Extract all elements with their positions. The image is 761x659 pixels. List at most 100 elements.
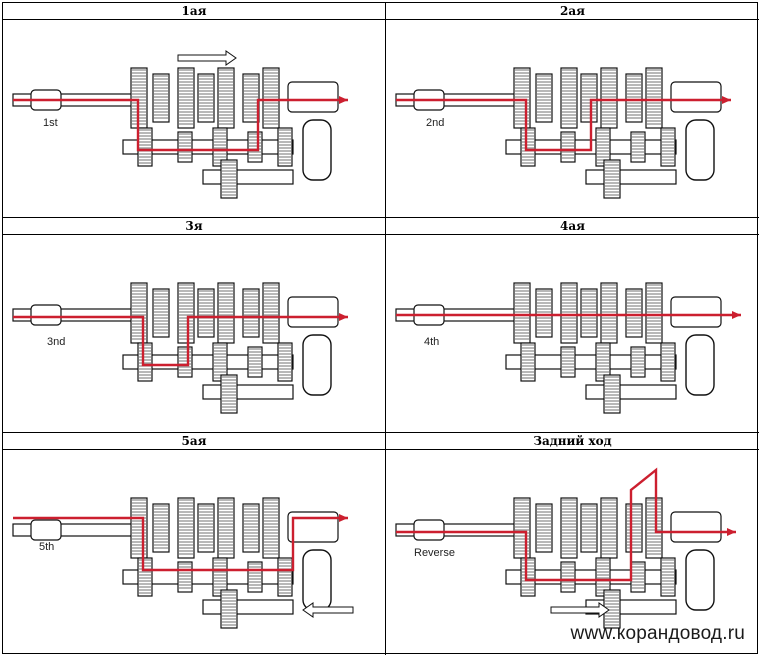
gear-wheel	[152, 288, 170, 338]
gear-wheel	[197, 288, 215, 338]
gear-wheel	[197, 73, 215, 123]
header-gear-1: 1ая	[3, 3, 386, 20]
gear-wheel	[242, 503, 260, 553]
gear-wheel	[177, 282, 195, 344]
shift-direction-arrow	[550, 602, 610, 618]
panel-gear-5: 5th	[3, 450, 386, 655]
gear-wheel	[625, 73, 643, 123]
gear-wheel	[177, 561, 193, 593]
input-spline	[413, 519, 445, 541]
gear-wheel	[595, 557, 611, 597]
reverse-idler-shaft	[585, 384, 677, 400]
power-flow-path	[13, 315, 348, 367]
gear-wheel	[152, 503, 170, 553]
gear-wheel	[177, 497, 195, 559]
panel-gear-3: 3nd	[3, 235, 386, 433]
header-gear-4: 4ая	[386, 218, 759, 235]
output-housing	[670, 81, 722, 113]
output-flange	[685, 549, 715, 611]
gear-wheel	[130, 497, 148, 559]
gear-wheel	[580, 73, 598, 123]
panel-gear-1: 1st	[3, 20, 386, 218]
header-gear-3: 3я	[3, 218, 386, 235]
gear-wheel	[277, 557, 293, 597]
power-flow-arrowhead	[339, 96, 348, 104]
output-housing	[287, 511, 339, 543]
gear-wheel	[595, 127, 611, 167]
gear-wheel	[217, 67, 235, 129]
gear-wheel	[645, 497, 663, 559]
gearbox-diagram-2: 2nd	[395, 67, 731, 199]
output-housing	[287, 81, 339, 113]
shift-direction-arrow	[177, 50, 237, 66]
gear-wheel	[660, 557, 676, 597]
gear-wheel	[177, 67, 195, 129]
gear-wheel	[535, 503, 553, 553]
gearbox-diagram-reverse: Reverse	[395, 467, 736, 629]
gear-wheel	[580, 503, 598, 553]
gear-wheel	[137, 557, 153, 597]
gear-wheel	[177, 131, 193, 163]
power-flow-arrowhead	[732, 311, 741, 319]
reverse-idler-shaft	[585, 169, 677, 185]
reverse-idler-shaft	[202, 169, 294, 185]
power-flow-arrowhead	[339, 514, 348, 522]
power-flow-arrowhead	[722, 96, 731, 104]
gear-wheel	[513, 497, 531, 559]
gear-wheel	[645, 282, 663, 344]
shift-direction-arrow	[302, 602, 354, 618]
input-spline	[30, 304, 62, 326]
watermark: www.корандовод.ru	[570, 623, 745, 644]
panel-gear-4: 4th	[386, 235, 759, 433]
gear-wheel	[137, 342, 153, 382]
gear-wheel	[560, 497, 578, 559]
output-housing	[670, 511, 722, 543]
gear-label-5: 5th	[39, 541, 54, 553]
gearbox-diagram-5: 5th	[12, 497, 354, 629]
gear-wheel	[212, 342, 228, 382]
gear-wheel	[277, 342, 293, 382]
output-flange	[302, 549, 332, 611]
gear-wheel	[535, 288, 553, 338]
header-gear-5: 5ая	[3, 433, 386, 450]
gear-wheel	[600, 497, 618, 559]
gear-wheel	[220, 589, 238, 629]
gear-label-1: 1st	[43, 117, 58, 129]
gear-wheel	[247, 561, 263, 593]
gearbox-diagram-4: 4th	[395, 282, 741, 414]
gear-label-2: 2nd	[426, 117, 444, 129]
gear-wheel	[630, 346, 646, 378]
header-reverse: Задний ход	[386, 433, 759, 450]
gear-wheel	[560, 282, 578, 344]
gear-wheel	[262, 67, 280, 129]
gear-wheel	[212, 127, 228, 167]
gear-wheel	[560, 131, 576, 163]
output-flange	[302, 119, 332, 181]
gear-wheel	[625, 288, 643, 338]
gear-wheel	[197, 503, 215, 553]
gear-wheel	[152, 73, 170, 123]
output-flange	[685, 119, 715, 181]
gear-wheel	[247, 346, 263, 378]
header-gear-2: 2ая	[386, 3, 759, 20]
input-spline	[30, 519, 62, 541]
gear-wheel	[560, 346, 576, 378]
output-housing	[287, 296, 339, 328]
output-flange	[685, 334, 715, 396]
gear-wheel	[660, 127, 676, 167]
gear-label-reverse: Reverse	[414, 547, 455, 559]
gear-wheel	[242, 73, 260, 123]
gear-wheel	[520, 342, 536, 382]
reverse-idler-shaft	[202, 384, 294, 400]
panel-gear-2: 2nd	[386, 20, 759, 218]
reverse-idler-shaft	[202, 599, 294, 615]
output-housing	[670, 296, 722, 328]
gear-wheel	[600, 282, 618, 344]
gear-label-4: 4th	[424, 336, 439, 348]
gear-wheel	[560, 67, 578, 129]
gear-wheel	[262, 282, 280, 344]
gear-wheel	[513, 67, 531, 129]
gear-wheel	[277, 127, 293, 167]
gear-wheel	[217, 282, 235, 344]
